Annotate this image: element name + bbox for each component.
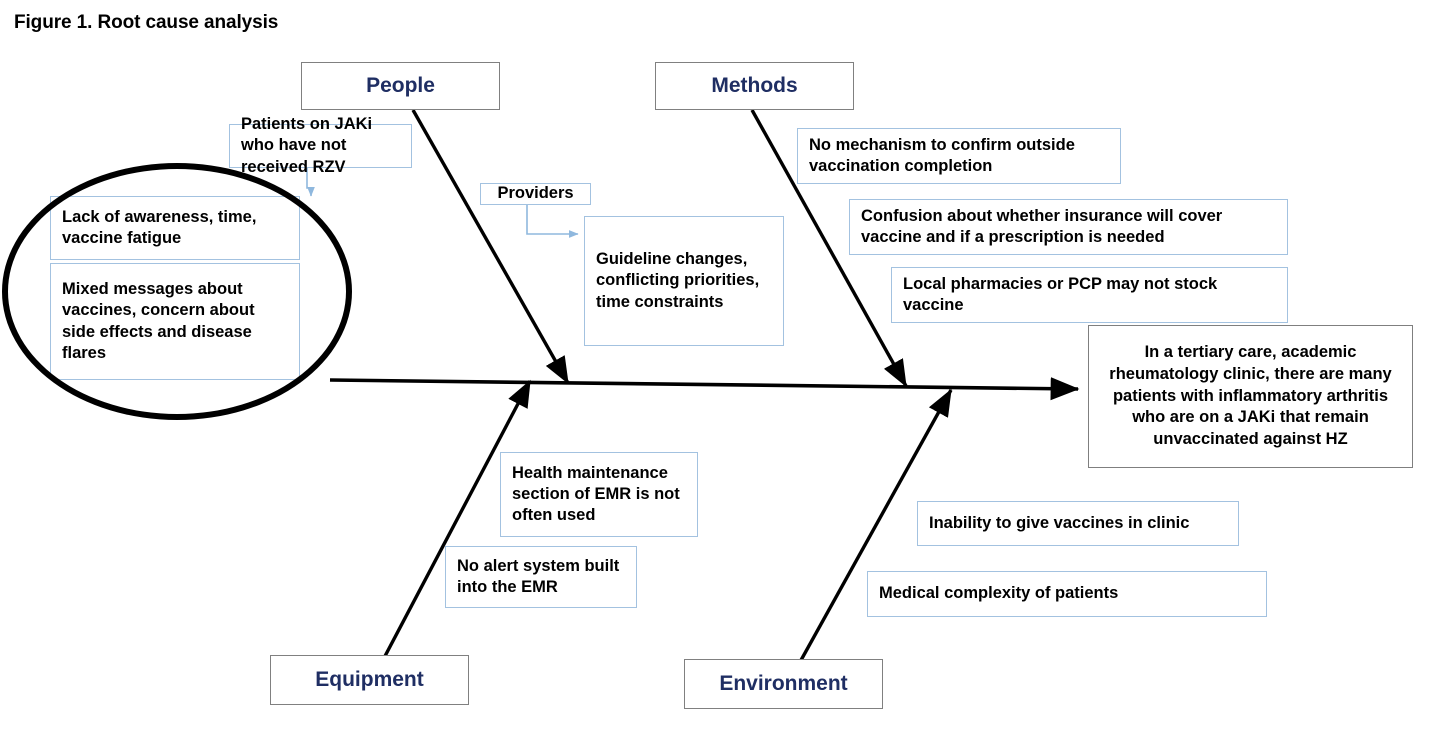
cause-box-no-alert[interactable]: No alert system built into the EMR bbox=[445, 546, 637, 608]
spine-arrow bbox=[329, 377, 1080, 401]
category-label-equipment: Equipment bbox=[315, 667, 424, 691]
effect-box-problem-statement[interactable]: In a tertiary care, academic rheumatolog… bbox=[1088, 325, 1413, 468]
sub-label-patients-text: Patients on JAKi who have not received R… bbox=[241, 115, 373, 176]
cause-box-no-mechanism[interactable]: No mechanism to confirm outside vaccinat… bbox=[797, 128, 1121, 184]
category-box-environment[interactable]: Environment bbox=[684, 659, 883, 709]
cause-text-insurance-confusion: Confusion about whether insurance will c… bbox=[861, 206, 1223, 246]
category-label-environment: Environment bbox=[719, 671, 848, 695]
figure-title: Figure 1. Root cause analysis bbox=[14, 12, 279, 33]
bone-people bbox=[411, 109, 570, 385]
cause-text-health-maintenance: Health maintenance section of EMR is not… bbox=[512, 463, 680, 525]
category-box-equipment[interactable]: Equipment bbox=[270, 655, 469, 705]
cause-text-awareness: Lack of awareness, time, vaccine fatigue bbox=[62, 207, 257, 247]
sub-label-patients[interactable]: Patients on JAKi who have not received R… bbox=[229, 115, 412, 176]
category-box-methods[interactable]: Methods bbox=[655, 62, 854, 110]
cause-text-mixed-messages: Mixed messages about vaccines, concern a… bbox=[62, 280, 255, 362]
cause-box-health-maintenance[interactable]: Health maintenance section of EMR is not… bbox=[500, 452, 698, 537]
cause-text-guidelines: Guideline changes, conflicting prioritie… bbox=[596, 250, 760, 311]
cause-text-inability-vaccinate: Inability to give vaccines in clinic bbox=[929, 513, 1190, 532]
cause-text-no-mechanism: No mechanism to confirm outside vaccinat… bbox=[809, 135, 1075, 175]
cause-box-mixed-messages[interactable]: Mixed messages about vaccines, concern a… bbox=[50, 263, 300, 380]
category-label-people: People bbox=[366, 73, 435, 97]
effect-text: In a tertiary care, academic rheumatolog… bbox=[1109, 342, 1392, 449]
category-box-people[interactable]: People bbox=[301, 62, 500, 110]
cause-box-guidelines[interactable]: Guideline changes, conflicting prioritie… bbox=[584, 216, 784, 346]
sub-label-providers-text: Providers bbox=[497, 184, 574, 203]
cause-text-stock: Local pharmacies or PCP may not stock va… bbox=[903, 274, 1218, 314]
cause-box-medical-complexity[interactable]: Medical complexity of patients bbox=[867, 571, 1267, 617]
cause-box-insurance-confusion[interactable]: Confusion about whether insurance will c… bbox=[849, 199, 1288, 255]
cause-box-inability-vaccinate[interactable]: Inability to give vaccines in clinic bbox=[917, 501, 1239, 546]
category-label-methods: Methods bbox=[711, 73, 798, 97]
cause-text-no-alert: No alert system built into the EMR bbox=[457, 556, 620, 596]
cause-box-awareness[interactable]: Lack of awareness, time, vaccine fatigue bbox=[50, 196, 300, 260]
cause-box-stock[interactable]: Local pharmacies or PCP may not stock va… bbox=[891, 267, 1288, 323]
connector-providers bbox=[526, 205, 579, 238]
cause-text-medical-complexity: Medical complexity of patients bbox=[879, 584, 1119, 603]
sub-label-providers[interactable]: Providers bbox=[480, 183, 591, 205]
